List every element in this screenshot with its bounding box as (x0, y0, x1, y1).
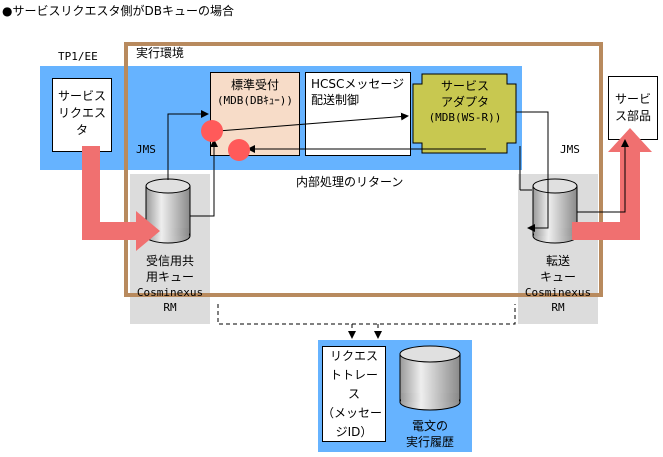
transfer-queue-rm2: RM (551, 301, 565, 314)
receive-queue-line1: 受信用共 (145, 254, 194, 268)
trace-line1: リクエス (329, 349, 378, 363)
transfer-queue-label: 転送 キュー Cosminexus RM (518, 253, 598, 315)
execution-environment-label: 実行環境 (136, 46, 185, 60)
service-requester-box: サービス リクエス タ (52, 78, 112, 152)
trace-line2: トトレー (329, 368, 378, 382)
adapter-line3: (MDB(WS-R)) (428, 111, 502, 124)
adapter-line1: サービス (440, 79, 489, 93)
standard-receiver-line2: (MDB(DBｷｭｰ)) (216, 94, 294, 107)
history-line2: 実行履歴 (405, 435, 454, 449)
trace-line5: ジID） (335, 425, 373, 439)
receive-queue-rm1: Cosminexus (136, 286, 204, 299)
trace-line3: ス (347, 387, 360, 401)
hcsc-line1: HCSCメッセージ (311, 77, 405, 91)
jms-label-right: JMS (560, 143, 580, 156)
internal-return-label: 内部処理のリターン (296, 175, 404, 189)
hcsc-line2: 配送制御 (311, 93, 360, 107)
queue-to-service-arrow (572, 128, 652, 240)
service-part-line2: ス部品 (614, 109, 651, 123)
service-part-line1: サービ (614, 92, 651, 106)
receive-queue-label: 受信用共 用キュー Cosminexus RM (130, 253, 210, 315)
request-trace-box: リクエス トトレー ス （メッセー ジID） (322, 346, 386, 442)
history-line1: 電文の (411, 419, 448, 433)
hcsc-delivery-box: HCSCメッセージ 配送制御 (305, 72, 411, 156)
execution-environment-frame (124, 42, 603, 297)
transfer-queue-line2: キュー (539, 270, 576, 284)
jms-label-left: JMS (136, 143, 156, 156)
service-requester-line1: サービス (57, 89, 106, 103)
trace-line4: （メッセー (321, 406, 382, 420)
standard-receiver-box: 標準受付 (MDB(DBｷｭｰ)) (210, 72, 300, 156)
history-cylinder (399, 345, 461, 411)
receive-queue-rm2: RM (163, 301, 177, 314)
diagram-title: ●サービスリクエスタ側がDBキューの場合 (2, 4, 234, 18)
transfer-queue-cylinder (532, 178, 578, 244)
requester-to-queue-arrow (82, 146, 160, 251)
standard-receiver-line1: 標準受付 (230, 78, 279, 92)
adapter-line2: アダプタ (440, 95, 489, 109)
history-label: 電文の 実行履歴 (396, 418, 464, 450)
service-requester-line2: リクエス (57, 106, 106, 120)
tp1ee-label: TP1/EE (58, 50, 98, 63)
transfer-queue-line1: 転送 (545, 254, 570, 268)
red-marker-2 (228, 139, 250, 161)
service-part-box: サービ ス部品 (608, 76, 658, 140)
adapter-text: サービス アダプタ (MDB(WS-R)) (418, 78, 512, 126)
service-requester-line3: タ (75, 123, 88, 137)
receive-queue-line2: 用キュー (145, 270, 194, 284)
red-marker-1 (201, 120, 223, 142)
transfer-queue-rm1: Cosminexus (524, 286, 592, 299)
